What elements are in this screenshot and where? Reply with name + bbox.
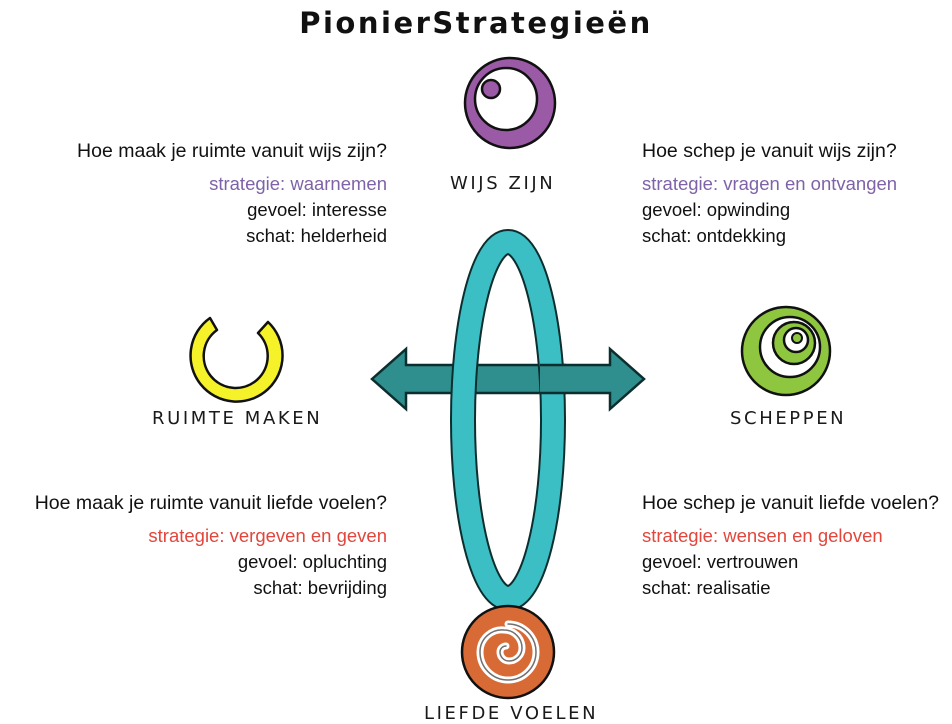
feeling-bottom-right: gevoel: vertrouwen: [642, 551, 799, 572]
label-scheppen: SCHEPPEN: [730, 408, 847, 429]
scheppen-icon: [740, 305, 832, 397]
quadrant-top-left: Hoe maak je ruimte vanuit wijs zijn? str…: [77, 138, 387, 249]
ruimte-maken-icon: [189, 316, 284, 403]
center-icon: [370, 229, 646, 611]
quadrant-bottom-right: Hoe schep je vanuit liefde voelen? strat…: [642, 490, 939, 601]
treasure-bottom-left: schat: bevrijding: [253, 577, 387, 598]
feeling-bottom-left: gevoel: opluchting: [237, 551, 387, 572]
strategy-top-left: strategie: waarnemen: [209, 173, 387, 194]
question-bottom-right: Hoe schep je vanuit liefde voelen?: [642, 492, 940, 514]
strategy-bottom-right: strategie: wensen en geloven: [642, 525, 883, 546]
question-top-left: Hoe maak je ruimte vanuit wijs zijn?: [77, 140, 387, 162]
treasure-bottom-right: schat: realisatie: [642, 577, 771, 598]
quadrant-top-right: Hoe schep je vanuit wijs zijn? strategie…: [642, 138, 897, 249]
treasure-top-right: schat: ontdekking: [642, 225, 786, 246]
label-wijs-zijn: WIJS ZIJN: [450, 173, 556, 194]
treasure-top-left: schat: helderheid: [246, 225, 387, 246]
feeling-top-right: gevoel: opwinding: [642, 199, 791, 220]
strategy-bottom-left: strategie: vergeven en geven: [148, 525, 387, 546]
question-bottom-left: Hoe maak je ruimte vanuit liefde voelen?: [34, 492, 387, 514]
label-ruimte-maken: RUIMTE MAKEN: [152, 408, 323, 429]
liefde-voelen-icon: [460, 604, 556, 700]
page-title: PionierStrategieën: [299, 6, 653, 40]
strategy-top-right: strategie: vragen en ontvangen: [642, 173, 898, 194]
wijs-zijn-icon: [463, 56, 557, 150]
quadrant-bottom-left: Hoe maak je ruimte vanuit liefde voelen?…: [35, 490, 387, 601]
question-top-right: Hoe schep je vanuit wijs zijn?: [642, 140, 897, 162]
label-liefde-voelen: LIEFDE VOELEN: [424, 703, 599, 724]
double-arrow-icon: [370, 346, 646, 412]
feeling-top-left: gevoel: interesse: [247, 199, 387, 220]
